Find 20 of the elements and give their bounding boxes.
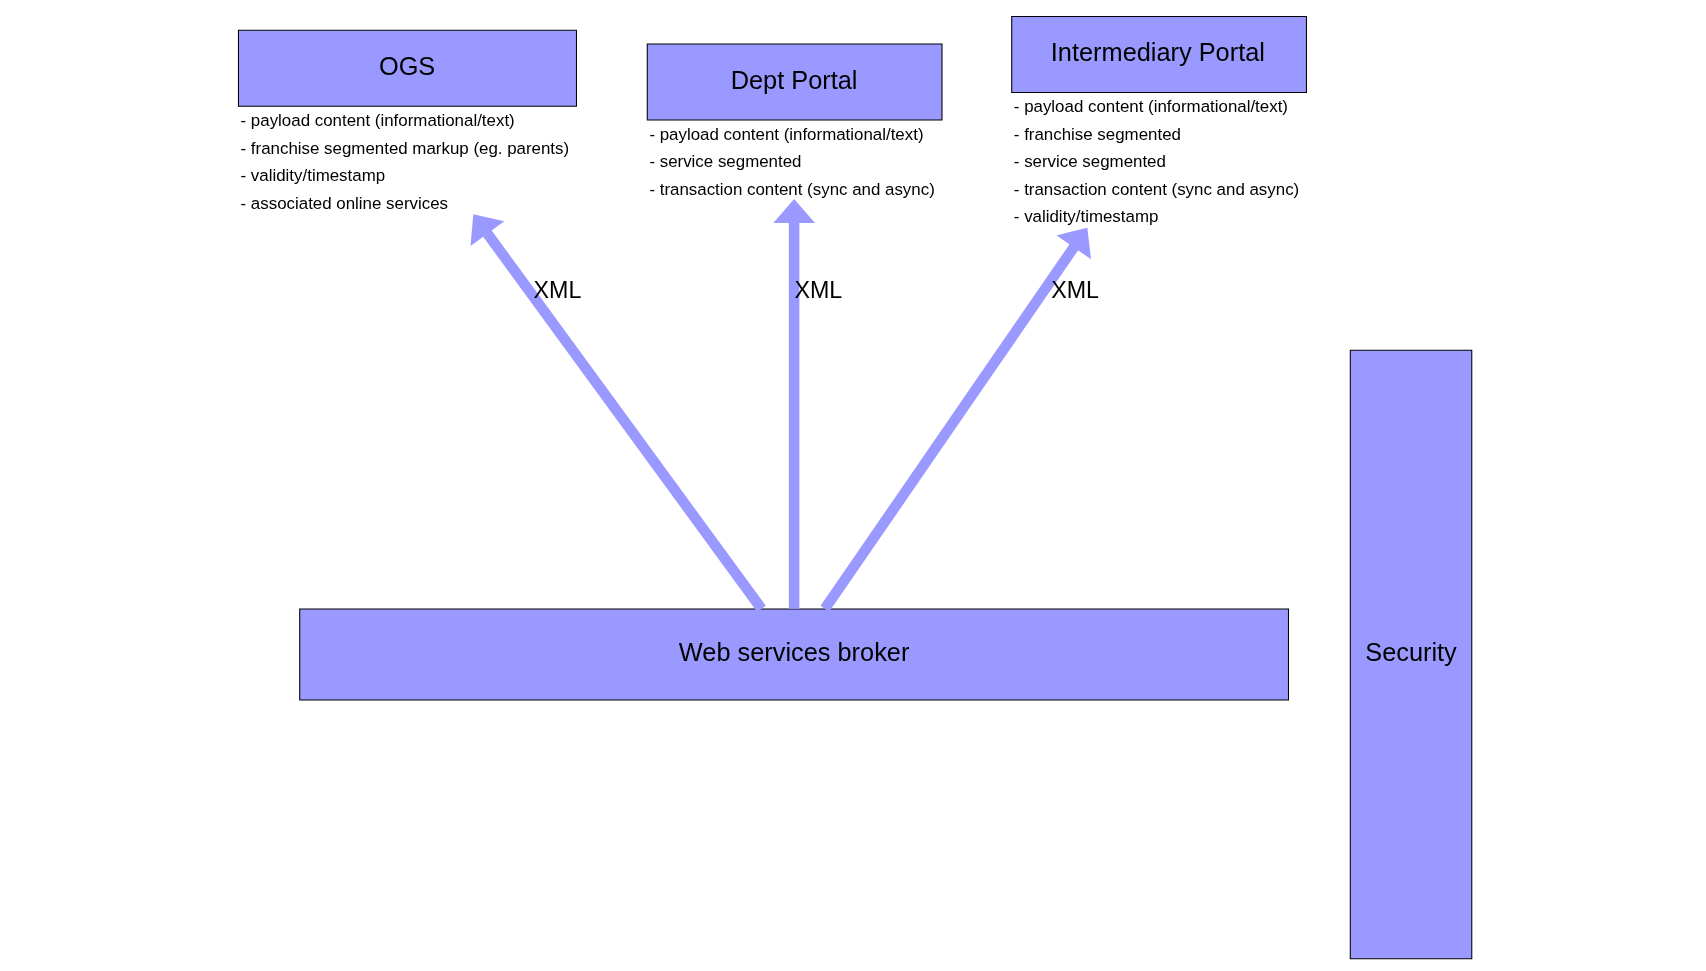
node-label: - franchise segmented — [1013, 124, 1181, 144]
node-box: Security — [1349, 349, 1473, 960]
node-label: - payload content (informational/text) — [1013, 97, 1288, 117]
node-label: - transaction content (sync and async) — [649, 179, 935, 199]
node-label: - service segmented — [1013, 152, 1166, 172]
node-label: - transaction content (sync and async) — [1013, 179, 1300, 199]
arrow — [470, 214, 766, 612]
node-label: - validity/timestamp — [1013, 207, 1159, 227]
node-label: - validity/timestamp — [240, 166, 386, 186]
edge-label: XML — [1051, 277, 1099, 304]
edge-label: XML — [794, 277, 843, 304]
node-label: - payload content (informational/text) — [649, 124, 924, 144]
arrow — [820, 227, 1091, 612]
node-box: Web services broker — [299, 608, 1289, 701]
arrow — [773, 199, 815, 609]
node-label: - service segmented — [649, 152, 802, 172]
node-label: - associated online services — [240, 193, 449, 213]
node-label: - franchise segmented markup (eg. parents) — [240, 138, 570, 158]
edge-label: XML — [533, 277, 582, 304]
node-label: - payload content (informational/text) — [240, 111, 515, 131]
